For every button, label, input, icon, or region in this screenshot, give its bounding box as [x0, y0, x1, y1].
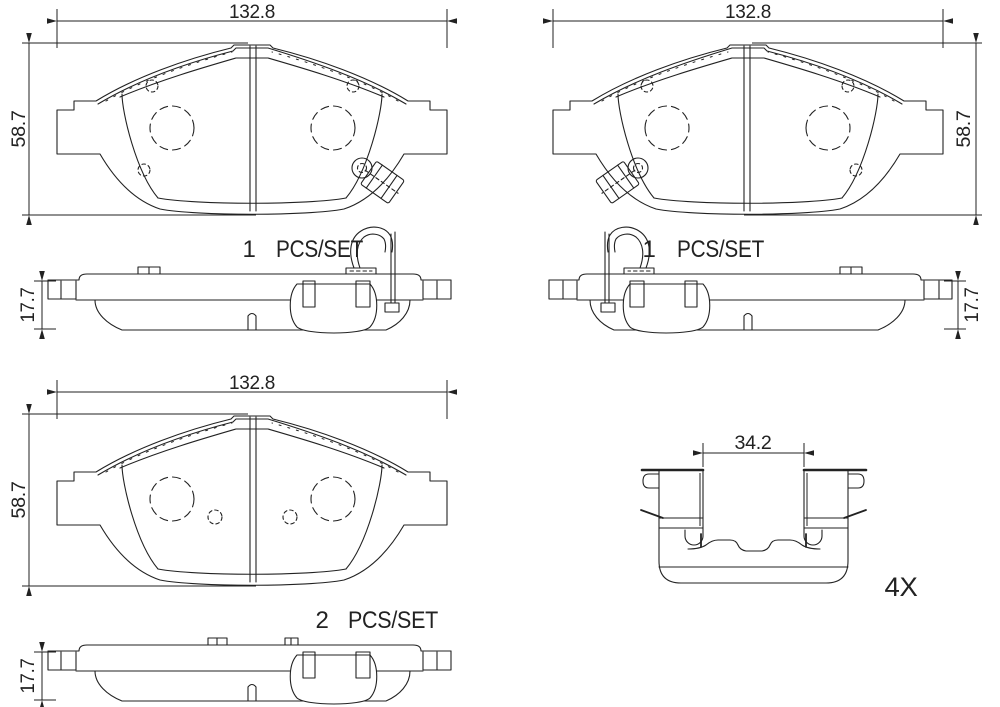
quantity-unit: PCS/SET [677, 236, 765, 263]
clip-quantity-label: 4X [885, 572, 918, 602]
clip-flare-right [843, 509, 867, 519]
opening-dimension-label: 34.2 [735, 433, 772, 454]
thickness-dimension-label: 17.7 [962, 288, 983, 323]
width-extension-lines [56, 380, 448, 419]
clip-channel-inner-walls [699, 473, 808, 526]
view-abutment-clip: 34.2 4X [640, 433, 918, 602]
height-dimension-label: 58.7 [954, 111, 975, 148]
height-dimension-label: 58.7 [9, 482, 30, 519]
quantity-number: 1 [242, 236, 255, 263]
thickness-extension-lines [34, 651, 56, 701]
plate-top-tab-left [207, 637, 228, 646]
quantity-unit: PCS/SET [276, 236, 364, 263]
height-dimension-label: 58.7 [9, 111, 30, 148]
clip-outer-body [658, 469, 849, 584]
height-extension-lines [744, 42, 982, 216]
width-extension-lines [552, 9, 944, 48]
thickness-extension-lines [34, 280, 56, 330]
view-outer-pad-left: 132.8 58.7 1 PCS/SET [9, 2, 457, 263]
rivet-hole-center-left [207, 509, 223, 525]
height-extension-lines [22, 42, 256, 216]
clip-foot-right [803, 527, 823, 546]
thickness-extension-lines [944, 280, 966, 330]
height-extension-lines [22, 413, 256, 587]
view-inner-pad: 132.8 58.7 2 PCS/SET [9, 373, 457, 634]
width-extension-lines [56, 9, 448, 48]
width-dimension-label: 132.8 [725, 2, 771, 23]
rivet-hole-center-right [282, 509, 298, 525]
thickness-dimension-label: 17.7 [18, 288, 39, 323]
plate-top-tab-right [284, 637, 299, 646]
view-outer-pad-right: 132.8 58.7 1 PCS/SET [543, 2, 982, 263]
thickness-dimension-label: 17.7 [18, 659, 39, 694]
clip-side-hook-left [642, 473, 660, 489]
view-side-outer-left: 17.7 [18, 227, 451, 339]
quantity-unit: PCS/SET [348, 607, 439, 634]
clip-foot-left [684, 527, 704, 546]
quantity-number: 2 [315, 607, 328, 634]
clip-channel-walls [702, 469, 805, 529]
clip-inner-spring [687, 539, 821, 552]
clip-side-hook-right [847, 473, 865, 489]
width-dimension-label: 132.8 [229, 373, 275, 394]
width-dimension-label: 132.8 [229, 2, 275, 23]
view-side-outer-right: 17.7 [549, 227, 983, 339]
view-side-inner: 17.7 [18, 637, 452, 707]
clip-flare-left [640, 509, 664, 519]
